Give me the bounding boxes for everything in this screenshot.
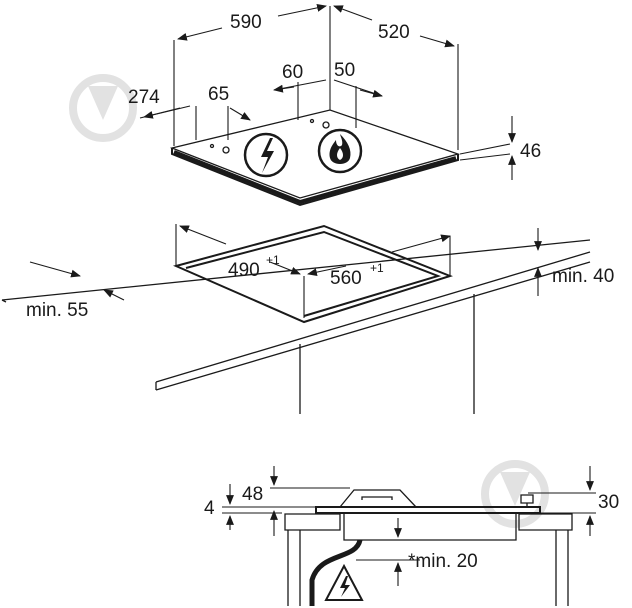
cutout-width-label: 560 [330, 268, 362, 289]
cutout-width-tolerance: +1 [370, 261, 384, 275]
electric-shock-warning-icon [324, 563, 364, 601]
left-height-label: 48 [242, 484, 263, 505]
burner-b-label: 50 [334, 60, 355, 81]
electric-hazard-icon [243, 132, 289, 178]
watermark-logo [481, 460, 549, 528]
worktop [1, 239, 591, 414]
gas-flame-icon [317, 128, 363, 174]
knob-offset-label: 65 [208, 84, 229, 105]
back-clearance-label: min. 40 [552, 266, 614, 287]
side-offset-label: 274 [128, 87, 160, 108]
section-worktop [284, 489, 573, 606]
height-label: 46 [520, 141, 541, 162]
cutout-depth-tolerance: +1 [266, 253, 280, 267]
cutout-depth-label: 490 [228, 260, 260, 281]
left-thickness-label: 4 [204, 498, 215, 519]
width-label: 590 [230, 12, 262, 33]
hob [169, 109, 461, 207]
watermark-logo [69, 74, 137, 142]
burner-a-label: 60 [282, 62, 303, 83]
front-clearance-label: min. 55 [26, 300, 88, 321]
right-height-label: 30 [598, 492, 619, 513]
depth-label: 520 [378, 22, 410, 43]
bottom-clearance-label: *min. 20 [408, 551, 478, 572]
